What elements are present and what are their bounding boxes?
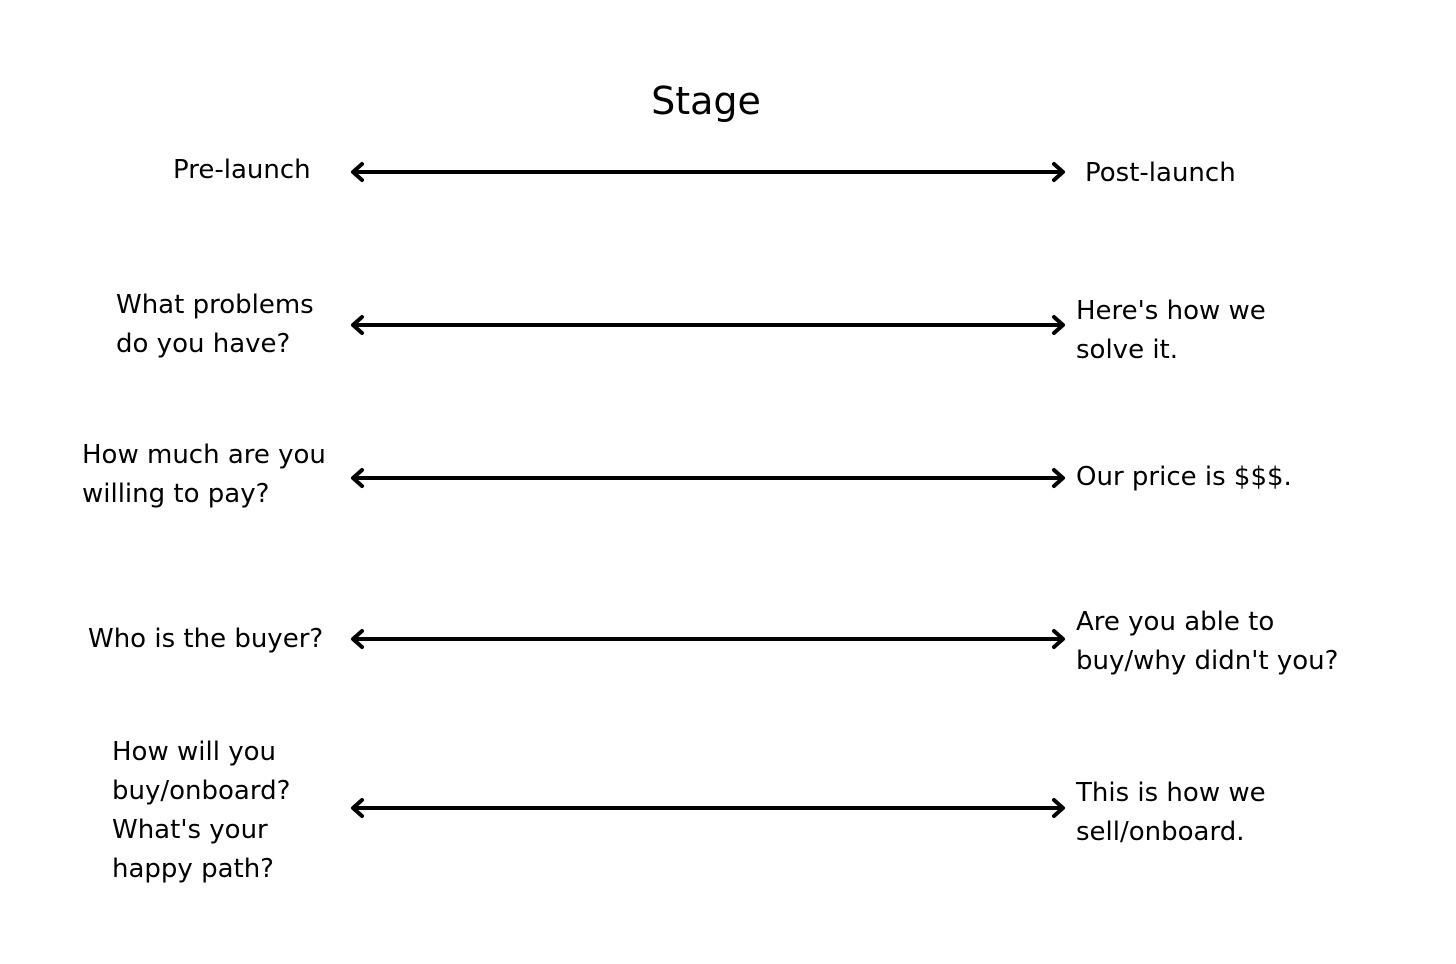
row-3-right-label: Our price is $$$.	[1076, 462, 1292, 492]
row-2-double-arrow	[351, 315, 1065, 335]
row-2-right-label: Here's how we solve it.	[1076, 296, 1266, 365]
row-1-right-label: Post-launch	[1085, 158, 1236, 188]
row-2-left-label: What problems do you have?	[116, 290, 314, 359]
row-4-left-label: Who is the buyer?	[88, 624, 324, 654]
row-5-left-label: How will you buy/onboard? What's your ha…	[112, 737, 291, 884]
diagram-title: Stage	[651, 79, 761, 123]
row-4-double-arrow	[351, 629, 1065, 649]
row-4-right-label: Are you able to buy/why didn't you?	[1076, 607, 1339, 676]
row-3-double-arrow	[351, 468, 1065, 488]
row-1-double-arrow	[351, 162, 1065, 182]
row-5-right-label: This is how we sell/onboard.	[1076, 778, 1266, 847]
row-3-left-label: How much are you willing to pay?	[82, 440, 326, 509]
row-5-double-arrow	[351, 798, 1065, 818]
row-1-left-label: Pre-launch	[173, 155, 311, 185]
